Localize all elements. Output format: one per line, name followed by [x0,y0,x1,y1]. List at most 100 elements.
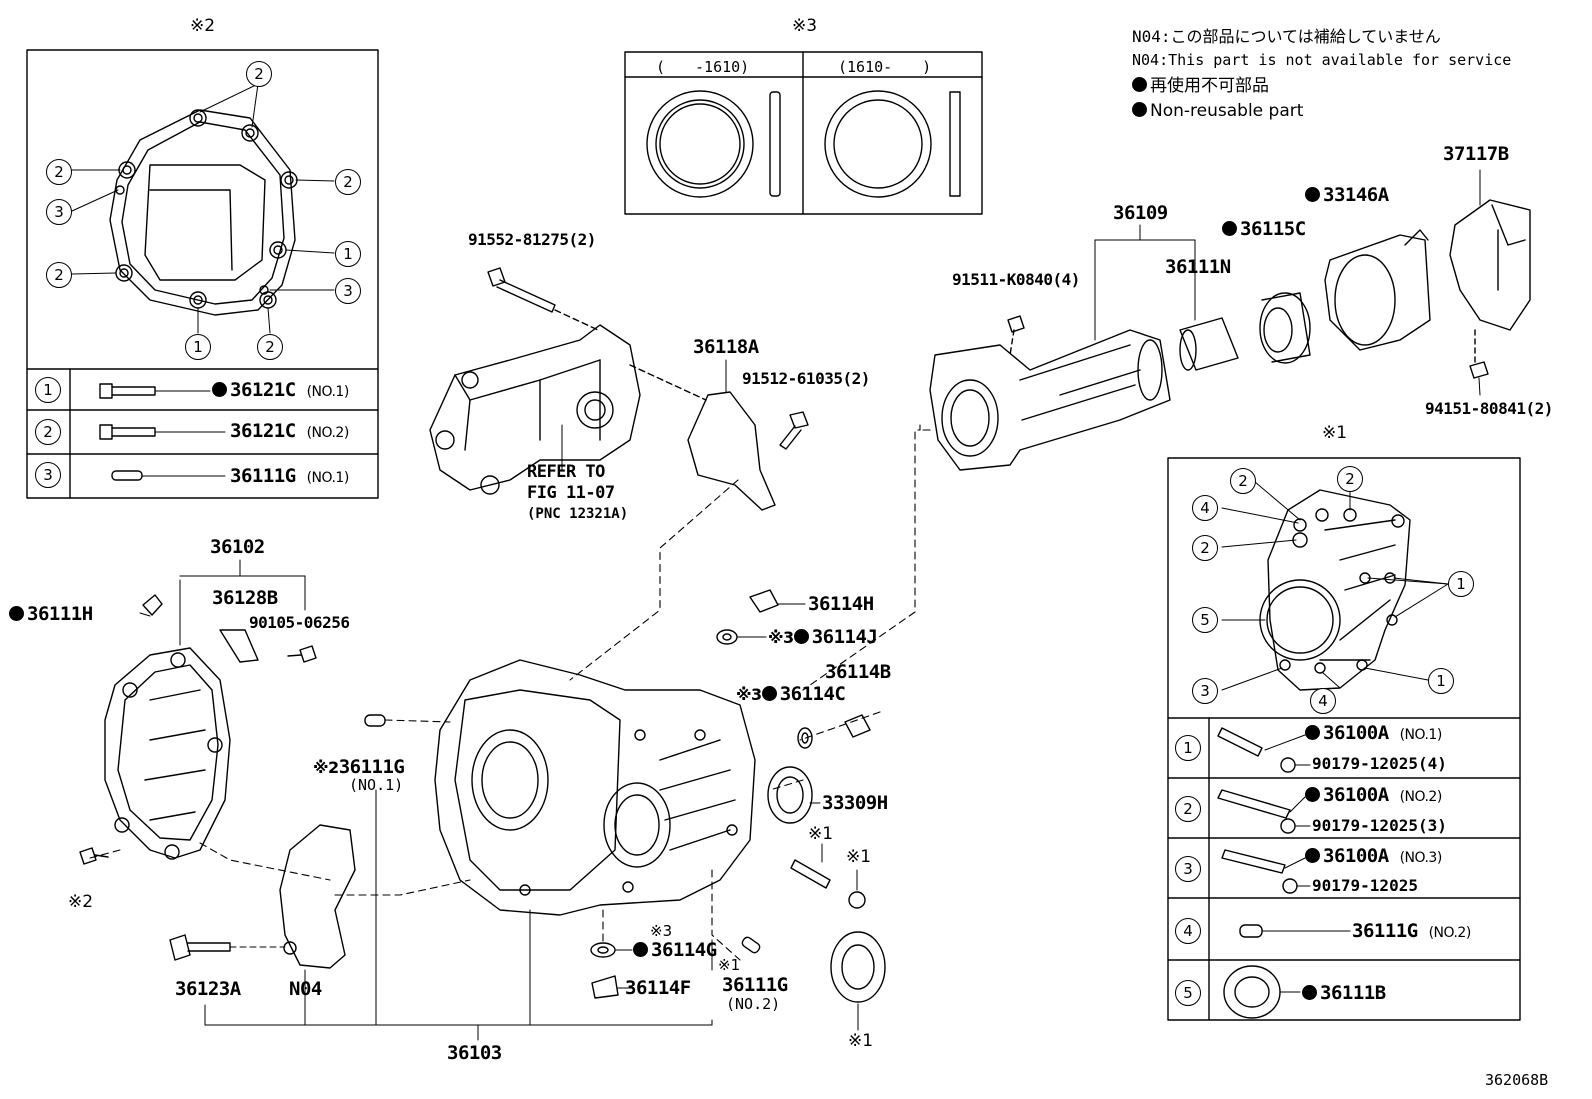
label-36114H: 36114H [808,593,874,615]
inset2-row-parts [99,383,226,481]
bolt-small-left [79,847,109,865]
label-N04: N04 [289,978,322,1000]
label-36111G-no1-suffix: (NO.1) [349,776,404,794]
inset3-col-a: ( -1610) [656,58,750,76]
inset1-row-part-1: 36100A (NO.1) [1305,724,1442,743]
bolt-90105 [287,645,317,663]
n04-note-jp: N04:この部品については補給していません [1132,27,1441,46]
inset2-callout-3: 3 [335,278,361,304]
sleeve-33146A [1324,229,1431,351]
nonreuse-note-jp: 再使用不可部品 [1132,77,1269,95]
plug-36114B [844,714,871,738]
bushing-36111N [1179,317,1239,371]
inset2-row-num-3: 3 [35,462,61,488]
label-91512: 91512-61035(2) [742,369,870,388]
label-36111G-no1: ※236111G [313,756,405,778]
label-94151: 94151-80841(2) [1425,399,1553,418]
label-36103: 36103 [447,1042,502,1064]
inset1-row-part-4: 36111G (NO.2) [1352,920,1471,942]
inset2-row-part-3: 36111G (NO.1) [230,465,349,487]
label-refer-3: (PNC 12321A) [527,506,629,522]
label-90105: 90105-06256 [249,613,350,632]
inset2-row-num-2: 2 [35,419,61,445]
label-36123A: 36123A [175,978,241,1000]
label-mark1-nut: ※1 [846,847,872,867]
filled-circle-icon [1302,985,1317,1000]
label-36114B: 36114B [825,661,891,683]
filled-circle-icon [1132,77,1147,92]
inset2-title: ※2 [190,16,216,36]
label-mark1-seal: ※1 [848,1031,874,1051]
label-36128B: 36128B [212,587,278,609]
inset2-callout-2: 2 [46,159,72,185]
inset1-callout-1: 1 [1428,668,1454,694]
label-36118A: 36118A [693,336,759,358]
inset1-row-parts [1217,727,1351,1019]
filled-circle-icon [1222,221,1237,236]
inset1-callout-4: 4 [1310,688,1336,714]
filled-circle-icon [793,629,809,644]
filled-circle-icon [1305,787,1320,802]
label-mark1-stud: ※1 [808,824,834,844]
inset1-callout-2: 2 [1230,468,1256,494]
label-37117B: 37117B [1443,143,1509,165]
inset2-callout-2: 2 [246,61,272,87]
nonreuse-note-en: Non-reusable part [1132,102,1303,120]
label-36111N: 36111N [1165,256,1231,278]
inset1-callout-1: 1 [1448,571,1474,597]
inset1-row-part-5: 36111B [1302,984,1386,1003]
bolt-91511 [1007,315,1025,356]
label-36111H: 36111H [9,605,93,624]
bracket-drawing [429,324,641,495]
gasket-36114C [797,727,813,749]
inset1-callout-5: 5 [1192,607,1218,633]
inset1-row-sub-2: 90179-12025(3) [1312,816,1447,835]
plug-36114F [591,975,633,999]
inset2-callout-2: 2 [46,262,72,288]
figure-id: 362068B [1485,1071,1549,1089]
inset3-frame [624,51,983,215]
clip-36128B [219,629,259,663]
inset3-col-b: (1610- ) [838,58,932,76]
filled-circle-icon [1132,102,1147,117]
label-mark1-pin: ※1 [718,956,741,974]
plug-36114H [749,589,806,613]
filled-circle-icon [1305,848,1320,863]
housing-36109 [929,224,1196,471]
label-91552: 91552-81275(2) [468,230,596,249]
inset1-row-part-3: 36100A (NO.3) [1305,847,1442,866]
bottom-bracket-36103 [204,909,713,1041]
inset2-cover-drawing [109,109,298,316]
inset1-row-num-5: 5 [1175,980,1201,1006]
inset1-frame [1167,457,1521,1021]
inset2-callout-1: 1 [185,334,211,360]
inset1-row-part-2: 36100A (NO.2) [1305,786,1442,805]
inset2-callout-2: 2 [257,334,283,360]
bracket-N04 [279,824,356,1026]
label-36111G-no2-suffix: (NO.2) [726,995,781,1013]
inset1-row-num-3: 3 [1175,856,1201,882]
breather-36111H [139,594,163,617]
label-36114G: 36114G [633,941,717,960]
cover-36102 [104,559,306,860]
inset2-callout-1: 1 [335,241,361,267]
filled-circle-icon [9,606,24,621]
bearing-36115C [1259,292,1311,364]
stud-mark1 [790,843,831,889]
inset1-row-sub-3: 90179-12025 [1312,876,1418,895]
label-36111G-no2: 36111G [722,974,788,996]
seal-mark1 [830,931,886,1031]
inset2-row-num-1: 1 [35,377,61,403]
inset1-title: ※1 [1322,423,1348,443]
label-33309H: 33309H [822,792,888,814]
inset2-callout-2: 2 [335,169,361,195]
filled-circle-icon [633,942,648,957]
inset1-row-num-4: 4 [1175,918,1201,944]
inset2-row-part-2: 36121C (NO.2) [230,420,349,442]
inset1-row-num-2: 2 [1175,796,1201,822]
plate-36118A [629,359,776,511]
inset1-callout-3: 3 [1192,678,1218,704]
filled-circle-icon [761,686,777,701]
